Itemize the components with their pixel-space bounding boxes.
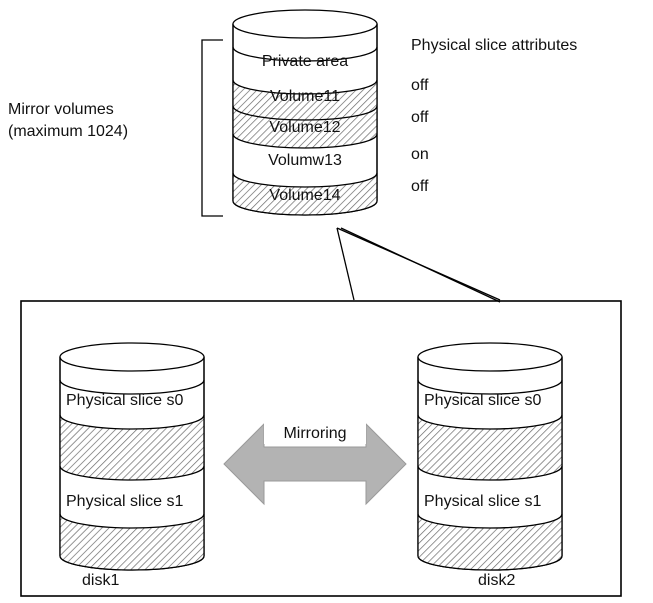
volume12-band <box>233 106 377 148</box>
zoom-lines <box>336 227 501 303</box>
section-label-volume11: Volume11 <box>270 88 340 105</box>
disk2-cylinder: Physical slice s0 Physical slice s1 disk… <box>417 342 563 589</box>
disk2-bottom-band <box>418 514 562 570</box>
attributes-header: Physical slice attributes <box>411 37 577 54</box>
section-label-private-area: Private area <box>262 53 348 70</box>
disk1-bottom-band <box>60 514 204 570</box>
attribute-value-volume11: off <box>411 77 429 94</box>
volume14-band <box>233 173 377 215</box>
mirror-volumes-bracket <box>201 39 223 217</box>
disk1-data-band <box>60 415 204 480</box>
attribute-value-volume12: off <box>411 109 429 126</box>
section-label-volume13: Volumw13 <box>268 152 342 169</box>
disk1-slice-s0-label: Physical slice s0 <box>66 392 183 409</box>
disk1-cylinder: Physical slice s0 Physical slice s1 disk… <box>59 342 205 589</box>
disk2-slice-s0-label: Physical slice s0 <box>424 392 541 409</box>
attribute-value-volume13: on <box>411 146 429 163</box>
section-label-volume14: Volume14 <box>269 187 340 204</box>
disk2-data-band <box>418 415 562 480</box>
attributes-column: Physical slice attributes off off on off <box>411 37 577 195</box>
volume-cylinder: Private area Volume11 Volume12 Volumw13 … <box>232 9 378 216</box>
disk2-name: disk2 <box>478 572 515 589</box>
disk1-slice-s1-label: Physical slice s1 <box>66 493 183 510</box>
group-label-line2: (maximum 1024) <box>8 123 128 140</box>
disk1-name: disk1 <box>82 572 119 589</box>
section-label-volume12: Volume12 <box>269 119 340 136</box>
mirroring-arrow: Mirroring <box>223 420 407 506</box>
detail-box <box>20 300 622 597</box>
group-label-line1: Mirror volumes <box>8 101 114 118</box>
mirroring-label: Mirroring <box>283 425 346 442</box>
attribute-value-volume14: off <box>411 178 429 195</box>
disk2-slice-s1-label: Physical slice s1 <box>424 493 541 510</box>
volume11-band <box>233 80 377 120</box>
